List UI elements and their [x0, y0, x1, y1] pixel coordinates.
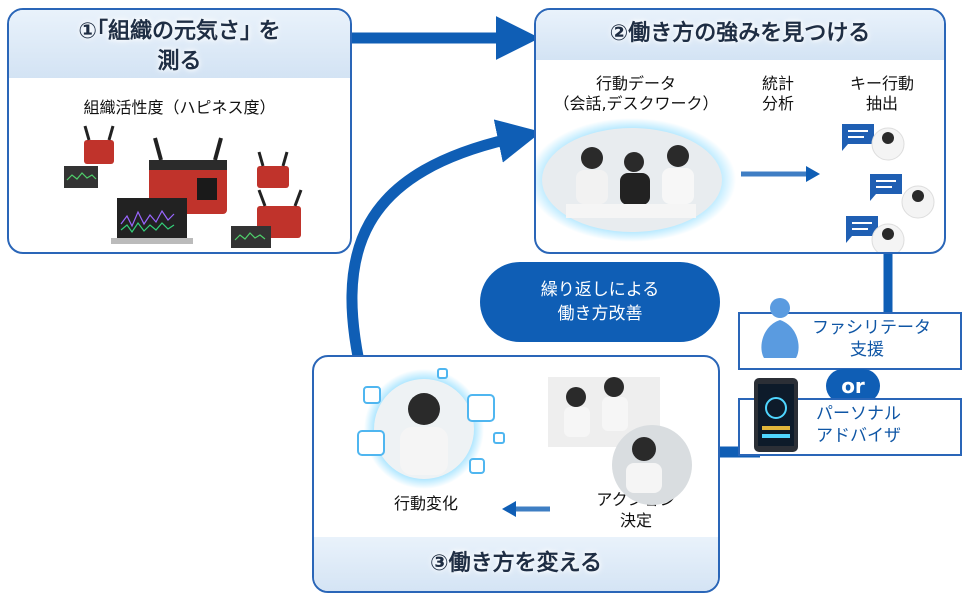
person-icon [761, 298, 799, 358]
iteration-line2: 働き方改善 [557, 304, 643, 324]
tablet-app-icon [754, 378, 798, 452]
or-badge: or [826, 369, 880, 403]
step3-title: ③働き方を変える [430, 551, 602, 576]
step1-subtitle: 組織活性度（ハピネス度） [83, 98, 276, 117]
arrow-step3-to-step2 [346, 119, 542, 390]
label-key-action-line2: 抽出 [865, 94, 898, 113]
advisor-line2: アドバイザ [816, 426, 901, 446]
step1-title-line2: 測る [157, 49, 202, 74]
step3-panel: ③働き方を変える 行動変化 アクション 決定 [312, 355, 720, 593]
meeting-photo-and-key-actions [536, 118, 935, 252]
iteration-line1: 繰り返しによる [540, 280, 660, 300]
behavior-change-illustration [357, 368, 692, 517]
step1-panel: ①｢組織の元気さ｣ を 測る 組織活性度（ハピネス度） [7, 8, 352, 254]
step2-panel: ②働き方の強みを見つける 行動データ （会話,デスクワーク） 統計 分析 キー行… [534, 8, 946, 254]
label-stat-line1: 統計 [761, 74, 794, 93]
sensor-devices-illustration [64, 125, 303, 248]
step1-title-line1: ①｢組織の元気さ｣ を [78, 19, 281, 44]
label-stat-line2: 分析 [761, 94, 794, 113]
label-behavior-data-line2: （会話,デスクワーク） [553, 94, 719, 113]
label-action-line2: 決定 [619, 511, 652, 530]
advisor-line1: パーソナル [816, 404, 901, 424]
label-key-action-line1: キー行動 [849, 74, 914, 93]
step2-title: ②働き方の強みを見つける [609, 21, 871, 46]
label-behavior-data-line1: 行動データ [595, 74, 676, 93]
label-behavior-change: 行動変化 [393, 494, 458, 513]
iteration-pill: 繰り返しによる 働き方改善 [480, 262, 720, 342]
facilitator-line2: 支援 [850, 340, 884, 360]
facilitator-line1: ファシリテータ [812, 318, 931, 338]
